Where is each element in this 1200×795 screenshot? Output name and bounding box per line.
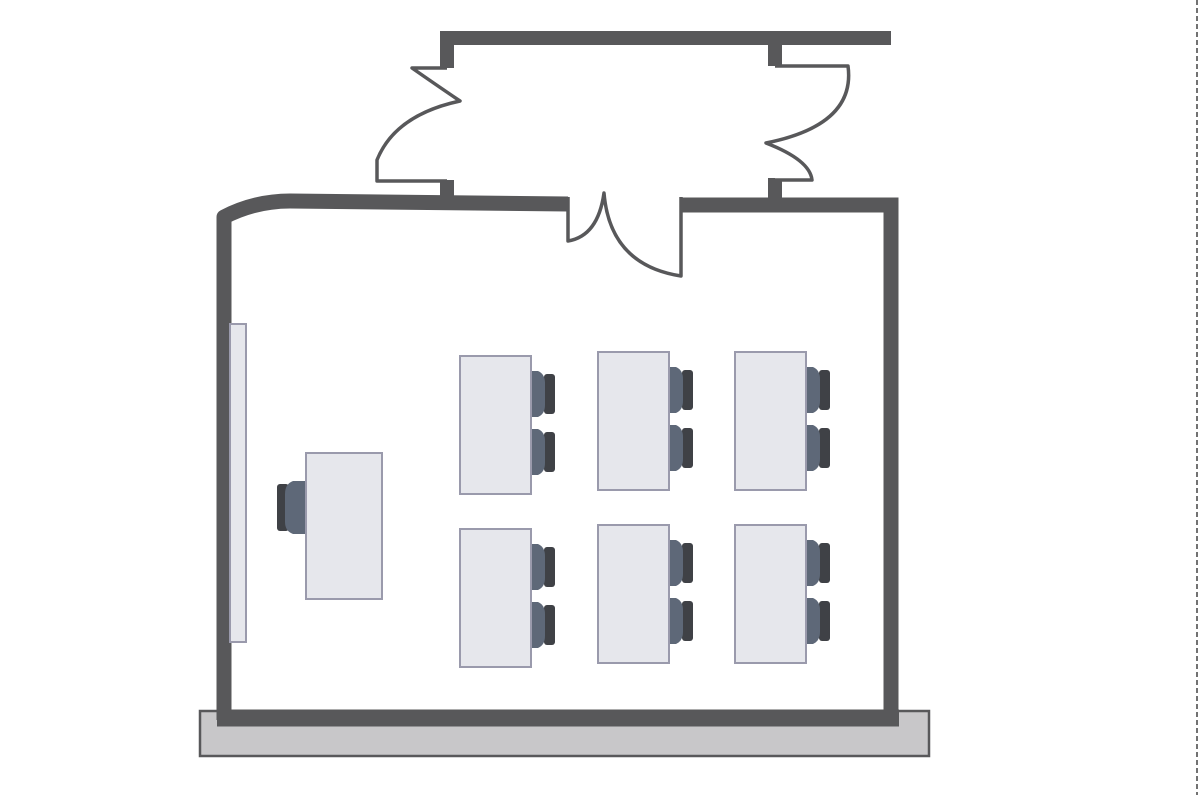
student-chair-back-1-2 xyxy=(544,432,555,472)
student-chair-seat-5-2 xyxy=(667,598,683,644)
door-left-swing xyxy=(375,66,462,183)
wall-top-left xyxy=(216,193,569,720)
student-chair-seat-2-2 xyxy=(667,425,683,471)
door-classroom-entrance xyxy=(566,191,683,278)
student-chair-back-4-2 xyxy=(544,605,555,645)
corridor-top-wall xyxy=(440,31,891,68)
student-chair-back-6-1 xyxy=(819,543,830,583)
student-desk-2 xyxy=(597,351,670,491)
student-chair-seat-6-2 xyxy=(804,598,820,644)
student-chair-seat-3-1 xyxy=(804,367,820,413)
student-desk-grid xyxy=(459,351,830,668)
student-chair-seat-4-2 xyxy=(529,602,545,648)
student-chair-back-3-1 xyxy=(819,370,830,410)
student-chair-seat-6-1 xyxy=(804,540,820,586)
wall-top-right-and-right xyxy=(681,197,899,718)
door-right-swing xyxy=(764,64,851,182)
student-chair-seat-2-1 xyxy=(667,367,683,413)
student-chair-seat-3-2 xyxy=(804,425,820,471)
whiteboard xyxy=(229,323,247,643)
student-desk-3 xyxy=(734,351,807,491)
student-desk-1 xyxy=(459,355,532,495)
student-chair-seat-1-1 xyxy=(529,371,545,417)
student-desk-5 xyxy=(597,524,670,664)
classroom-walls xyxy=(216,193,899,727)
student-chair-back-5-1 xyxy=(682,543,693,583)
student-chair-back-2-2 xyxy=(682,428,693,468)
teacher-desk xyxy=(305,452,383,600)
student-chair-seat-5-1 xyxy=(667,540,683,586)
student-desk-6 xyxy=(734,524,807,664)
student-chair-back-2-1 xyxy=(682,370,693,410)
student-chair-back-5-2 xyxy=(682,601,693,641)
student-chair-back-4-1 xyxy=(544,547,555,587)
student-chair-back-3-2 xyxy=(819,428,830,468)
student-desk-4 xyxy=(459,528,532,668)
student-chair-back-1-1 xyxy=(544,374,555,414)
corridor xyxy=(375,31,891,205)
student-chair-seat-4-1 xyxy=(529,544,545,590)
teacher-station xyxy=(277,452,383,600)
student-chair-seat-1-2 xyxy=(529,429,545,475)
student-chair-back-6-2 xyxy=(819,601,830,641)
teacher-chair-seat xyxy=(285,481,307,534)
